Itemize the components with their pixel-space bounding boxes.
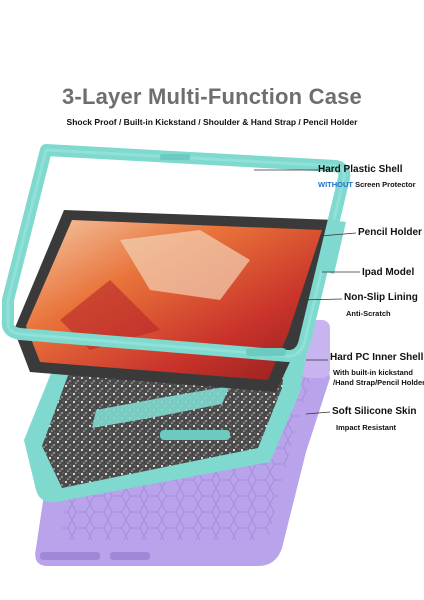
label-soft-silicone-skin: Soft Silicone Skin	[332, 406, 417, 417]
page-title: 3-Layer Multi-Function Case	[62, 84, 362, 109]
ipad-model	[14, 210, 336, 392]
label-skin-note: Impact Resistant	[336, 423, 397, 432]
page-subtitle: Shock Proof / Built-in Kickstand / Shoul…	[66, 117, 358, 127]
label-non-slip-lining: Non-Slip Lining	[344, 292, 418, 303]
label-inner-note-2: /Hand Strap/Pencil Holder	[333, 378, 424, 387]
shell-note-highlight: WITHOUT	[318, 180, 353, 189]
label-hard-pc-inner-shell: Hard PC Inner Shell	[330, 352, 424, 363]
leader-lines	[254, 169, 360, 415]
label-inner-note-1: With built-in kickstand	[333, 368, 413, 377]
label-hard-plastic-shell: Hard Plastic Shell	[318, 164, 403, 175]
label-ipad-model: Ipad Model	[362, 267, 415, 278]
shell-note-rest: Screen Protector	[353, 180, 416, 189]
label-shell-note: WITHOUT Screen Protector	[318, 180, 416, 189]
label-pencil-holder: Pencil Holder	[358, 227, 422, 238]
pencil-holder-clip	[318, 220, 346, 274]
label-lining-note: Anti-Scratch	[346, 309, 391, 318]
plastic-shell-layer	[1, 144, 351, 362]
